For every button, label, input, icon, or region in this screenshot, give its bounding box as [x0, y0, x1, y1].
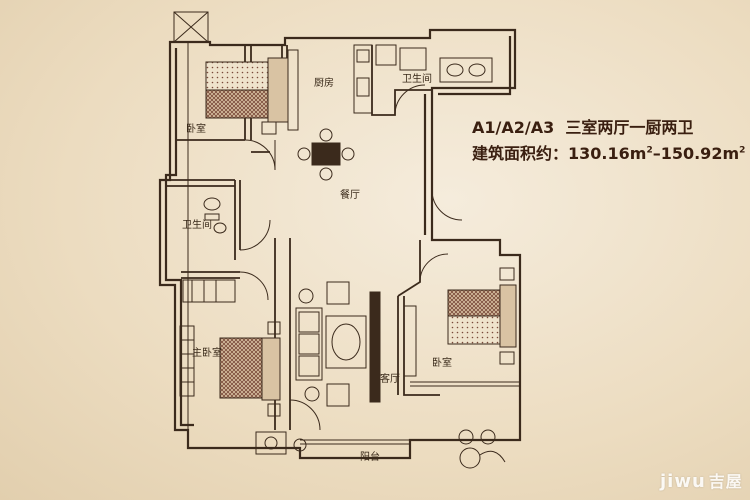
model-codes: A1/A2/A3 [472, 118, 555, 137]
watermark-brand-cn: 吉屋 [708, 472, 743, 491]
area-unit-2: m [722, 144, 740, 163]
watermark-brand: jiwu [660, 471, 706, 492]
bed-east [403, 267, 517, 377]
bath-left-fixtures [182, 197, 236, 303]
plan-title: A1/A2/A3 三室两厅一厨两卫 [472, 114, 693, 138]
area-unit-1: m [629, 144, 647, 163]
bed-nw [205, 49, 299, 135]
sofa-set [295, 281, 381, 407]
dining-table [297, 128, 355, 181]
exterior-walls [158, 28, 522, 460]
area-to: 150.92 [660, 144, 723, 163]
label-master-bedroom: 主卧室 [192, 348, 222, 359]
area-unit-sup-2: 2 [739, 145, 746, 156]
bath-top-fixtures [399, 47, 493, 83]
area-line: 建筑面积约：130.16m2–150.92m2 [472, 144, 746, 163]
area-from: 130.16 [568, 144, 630, 163]
bed-master [179, 321, 281, 417]
label-living: 客厅 [380, 374, 400, 385]
label-bath-top: 卫生间 [402, 74, 432, 85]
label-bath-left: 卫生间 [182, 220, 212, 231]
label-bedroom-nw: 卧室 [186, 124, 206, 135]
label-balcony: 阳台 [360, 452, 380, 463]
balcony-plants [255, 429, 506, 469]
area-label: 建筑面积约： [472, 144, 569, 163]
label-kitchen: 厨房 [314, 78, 334, 89]
label-dining: 餐厅 [340, 190, 360, 201]
label-bedroom-east: 卧室 [432, 358, 452, 369]
balcony-rail [187, 42, 520, 445]
kitchen-counter [353, 44, 397, 114]
doors [239, 84, 463, 431]
area-unit-sup-1: 2 [646, 145, 653, 156]
layout-description: 三室两厅一厨两卫 [565, 118, 694, 137]
closet-top [173, 11, 209, 43]
